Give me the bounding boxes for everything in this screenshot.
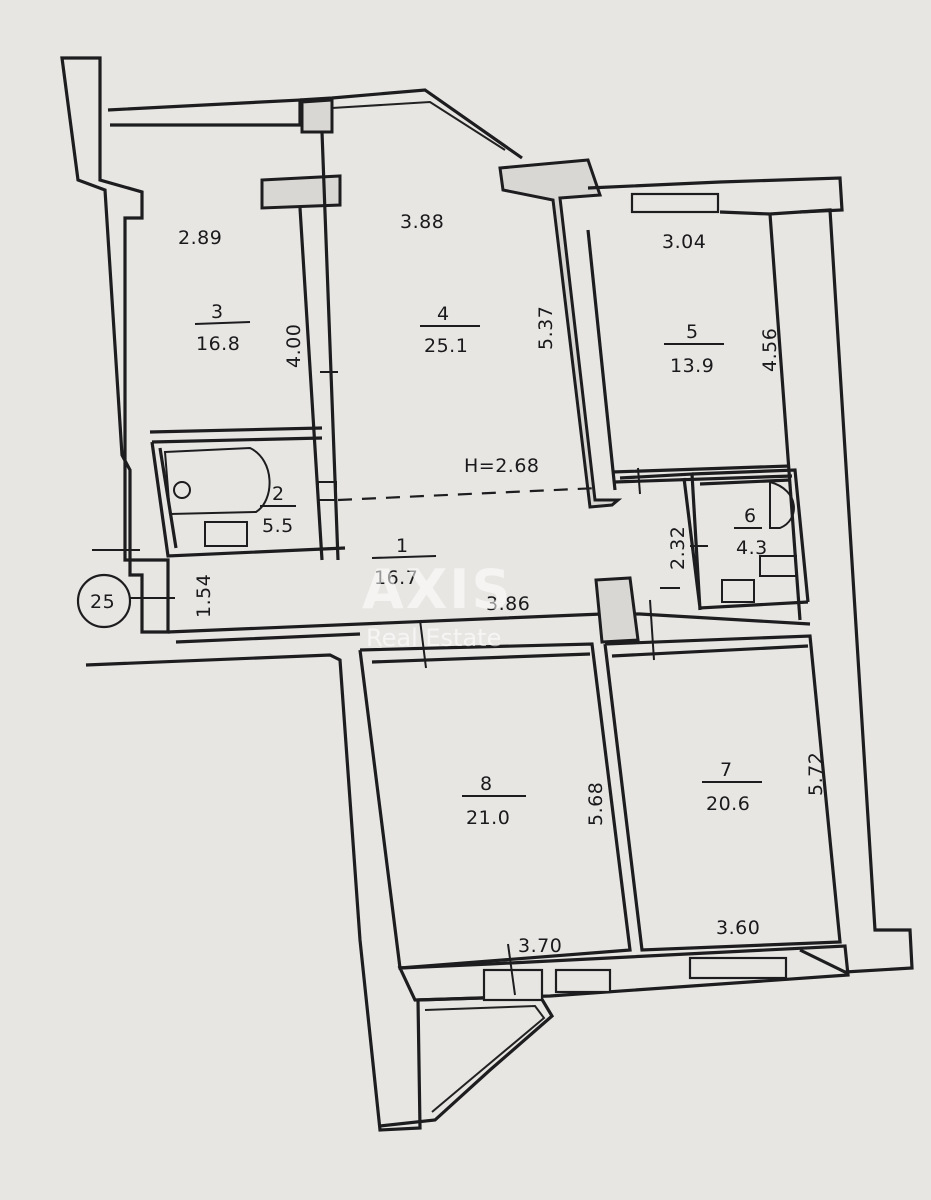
corridor-walls — [619, 472, 809, 611]
room2-number: 2 — [272, 483, 285, 505]
zone-divider — [337, 486, 599, 502]
room7-area: 20.6 — [706, 793, 750, 815]
wc-tank-icon — [721, 579, 755, 603]
pillar-3-4 — [300, 98, 334, 134]
top-wall-room3 — [107, 98, 302, 127]
room5-number: 5 — [686, 321, 699, 343]
corridor-depth: 2.32 — [667, 526, 689, 570]
bay-inner-line — [331, 100, 506, 151]
tick-marks — [320, 371, 708, 996]
room6-number: 6 — [744, 505, 757, 527]
hall-depth: 1.54 — [193, 574, 215, 618]
hall-width: 3.86 — [486, 593, 530, 615]
room1-fraction-line — [371, 555, 437, 559]
room2-area: 5.5 — [262, 515, 294, 537]
partition-3-bath — [149, 426, 323, 444]
room3-depth: 4.00 — [283, 324, 305, 368]
room7-width: 3.60 — [716, 917, 760, 939]
room5-width: 3.04 — [662, 231, 706, 253]
sink-icon — [204, 521, 248, 547]
room3-fraction-line — [194, 321, 251, 325]
room6-area: 4.3 — [736, 537, 768, 559]
partition-5-left — [586, 229, 617, 491]
room1-number: 1 — [396, 535, 409, 557]
room4-width: 3.88 — [400, 211, 444, 233]
room4-depth: 5.37 — [535, 306, 557, 350]
room1-area: 16.7 — [374, 567, 418, 589]
partition-5-bottom — [611, 464, 793, 484]
toilet-icon — [769, 480, 795, 529]
pillar-hall — [594, 576, 640, 644]
lower-left-wall — [85, 653, 422, 1132]
room4-area: 25.1 — [424, 335, 468, 357]
wc-sink-icon — [759, 555, 797, 577]
bottom-wall — [397, 944, 850, 1002]
bathtub-icon — [163, 446, 271, 516]
watermark-subtitle: Real Estate — [366, 624, 501, 652]
room5-area: 13.9 — [670, 355, 714, 377]
room7-number: 7 — [720, 759, 733, 781]
room3-width: 2.89 — [178, 227, 222, 249]
drain-icon — [173, 481, 191, 499]
room8-number: 8 — [480, 773, 493, 795]
right-wall — [768, 208, 914, 974]
left-wall-column — [60, 56, 170, 634]
axis-marker-label: 25 — [90, 591, 115, 613]
watermark-brand: AXIS — [362, 558, 512, 621]
balcony-inner — [424, 1004, 546, 1113]
top-wall-room4 — [299, 88, 523, 160]
room4-number: 4 — [437, 303, 450, 325]
window-room8 — [554, 968, 612, 994]
room3-area: 16.8 — [196, 333, 240, 355]
room8-depth: 5.68 — [585, 782, 607, 826]
ceiling-height: H=2.68 — [464, 455, 540, 477]
room7-walls — [603, 634, 842, 952]
room7-depth: 5.72 — [805, 752, 827, 796]
axis-marker-line — [92, 549, 175, 599]
window-room5 — [630, 192, 720, 214]
room8-area: 21.0 — [466, 807, 510, 829]
balcony — [379, 994, 555, 1128]
room8-walls — [358, 642, 632, 970]
pillar-4-5 — [498, 158, 623, 509]
room3-number: 3 — [211, 301, 224, 323]
axis-marker-circle — [76, 573, 132, 629]
room8-width: 3.70 — [518, 935, 562, 957]
room5-depth: 4.56 — [759, 328, 781, 372]
window-room7 — [688, 956, 788, 980]
shaft-icon — [317, 481, 337, 501]
wc-walls — [691, 468, 810, 603]
beam-3-4 — [260, 174, 342, 210]
